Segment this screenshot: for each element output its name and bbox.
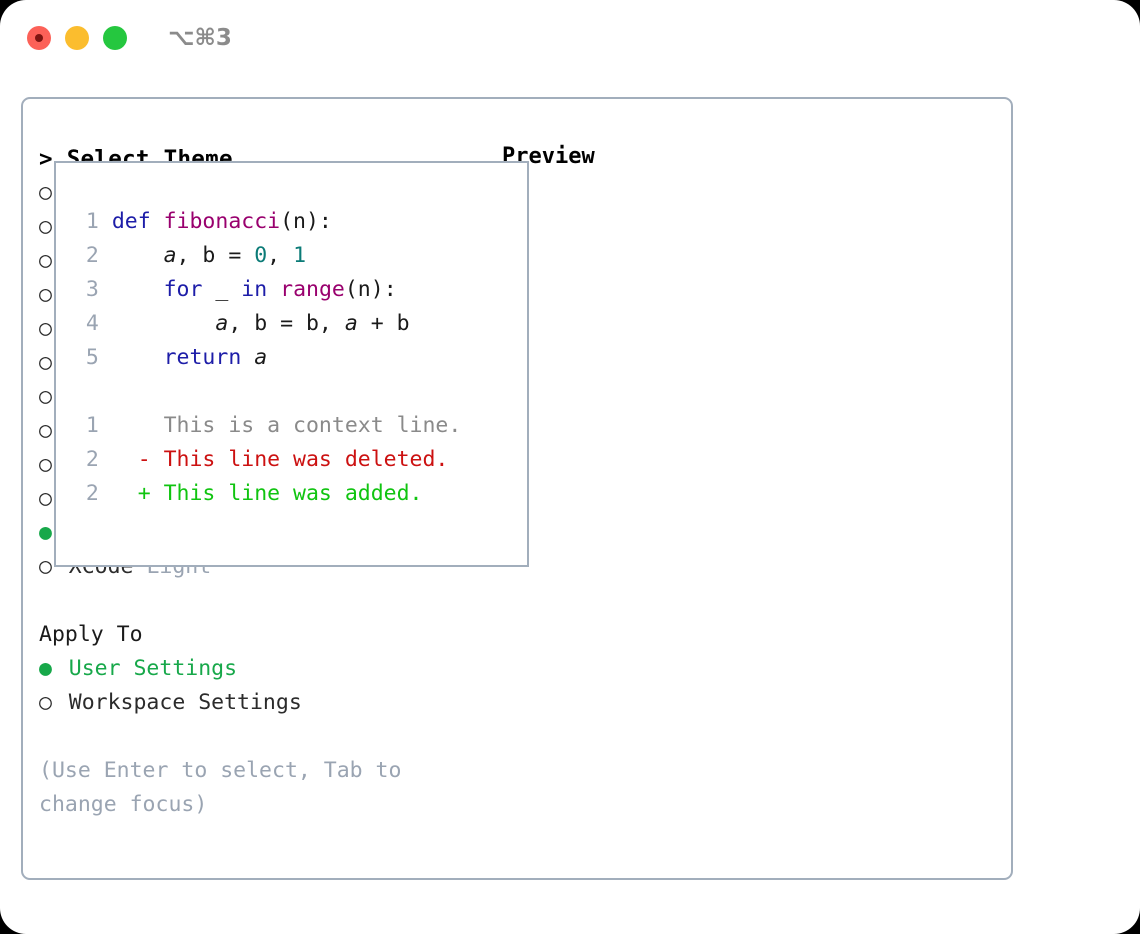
main-panel: > Select Theme ○ ANSI Dark○ Atom One Dar…: [21, 97, 1013, 880]
diff-line-context: 1 This is a context line.: [73, 409, 521, 443]
radio-unselected-icon: ○: [39, 282, 52, 307]
diff-gutter-space: [112, 481, 138, 506]
maximize-window-button[interactable]: [103, 26, 127, 50]
code-line-number: 4: [85, 311, 99, 336]
apply-to-header: Apply To: [39, 622, 143, 647]
title-bar: ⌥⌘3: [0, 0, 1140, 78]
radio-selected-icon: ●: [39, 656, 52, 681]
code-token-plain: [112, 277, 164, 302]
code-token-var: a: [163, 243, 177, 268]
code-token-var: a: [215, 311, 229, 336]
diff-sign: [138, 413, 151, 438]
code-token-fn: range: [280, 277, 345, 302]
radio-unselected-icon: ○: [39, 486, 52, 511]
radio-unselected-icon: ○: [39, 350, 52, 375]
apply-to-option-workspace-settings[interactable]: ○ Workspace Settings: [39, 686, 479, 720]
code-line: 1 def fibonacci(n):: [73, 205, 521, 239]
code-token-kw: def: [111, 209, 164, 234]
code-token-kw: for: [163, 277, 203, 302]
code-line: 2 a, b = 0, 1: [73, 239, 521, 273]
diff-gutter-space: [112, 447, 138, 472]
diff-text: This line was added.: [150, 481, 423, 506]
diff-text: This is a context line.: [150, 413, 462, 438]
preview-header: Preview: [502, 144, 595, 169]
code-token-var: a: [254, 345, 268, 370]
diff-line-added: 2 + This line was added.: [73, 477, 521, 511]
radio-unselected-icon: ○: [39, 690, 52, 715]
diff-line-number: 2: [85, 447, 99, 472]
diff-sign: -: [137, 447, 151, 472]
apply-to-option-user-settings[interactable]: ● User Settings: [39, 652, 479, 686]
code-token-plain: (n):: [280, 209, 332, 234]
diff-sign: +: [137, 481, 151, 506]
apply-to-list[interactable]: ● User Settings○ Workspace Settings: [39, 652, 479, 720]
code-token-var: a: [344, 311, 358, 336]
minimize-window-button[interactable]: [65, 26, 89, 50]
radio-selected-icon: ●: [39, 520, 52, 545]
diff-line-deleted: 2 - This line was deleted.: [73, 443, 521, 477]
keyboard-hint-text: (Use Enter to select, Tab to change focu…: [39, 758, 402, 817]
code-token-plain: + b: [357, 311, 410, 336]
code-token-plain: [112, 243, 164, 268]
code-token-plain: ,: [267, 243, 294, 268]
code-token-num: 0: [254, 243, 268, 268]
radio-unselected-icon: ○: [39, 418, 52, 443]
radio-unselected-icon: ○: [39, 180, 52, 205]
radio-unselected-icon: ○: [39, 452, 52, 477]
diff-text: This line was deleted.: [150, 447, 449, 472]
code-token-kw: return: [163, 345, 242, 370]
code-line-number: 5: [85, 345, 99, 370]
code-line-number: 3: [85, 277, 99, 302]
code-token-plain: [241, 345, 254, 370]
radio-unselected-icon: ○: [39, 214, 52, 239]
keyboard-shortcut-label: ⌥⌘3: [168, 25, 232, 51]
close-window-button[interactable]: [27, 26, 51, 50]
code-blank-line: [73, 375, 521, 409]
code-line: 5 return a: [73, 341, 521, 375]
radio-unselected-icon: ○: [39, 384, 52, 409]
code-token-plain: [112, 345, 164, 370]
radio-unselected-icon: ○: [39, 248, 52, 273]
traffic-light-group: [27, 26, 127, 50]
radio-unselected-icon: ○: [39, 316, 52, 341]
code-token-num: 1: [293, 243, 307, 268]
code-line-number: 1: [85, 209, 99, 234]
code-token-plain: [267, 277, 280, 302]
preview-column: Preview: [502, 142, 992, 172]
apply-to-option-label: Workspace Settings: [68, 690, 302, 715]
code-line: 4 a, b = b, a + b: [73, 307, 521, 341]
code-token-plain: , b =: [176, 243, 255, 268]
code-token-plain: (n):: [344, 277, 397, 302]
code-line-number: 2: [85, 243, 99, 268]
code-token-plain: [112, 311, 216, 336]
diff-line-number: 1: [85, 413, 99, 438]
diff-line-number: 2: [85, 481, 99, 506]
code-token-kw: in: [241, 277, 268, 302]
diff-gutter-space: [112, 413, 138, 438]
apply-to-option-label: User Settings: [68, 656, 238, 681]
radio-unselected-icon: ○: [39, 554, 52, 579]
code-token-fn: fibonacci: [163, 209, 281, 234]
code-line: 3 for _ in range(n):: [73, 273, 521, 307]
code-token-plain: _: [202, 277, 242, 302]
code-token-plain: , b = b,: [228, 311, 345, 336]
